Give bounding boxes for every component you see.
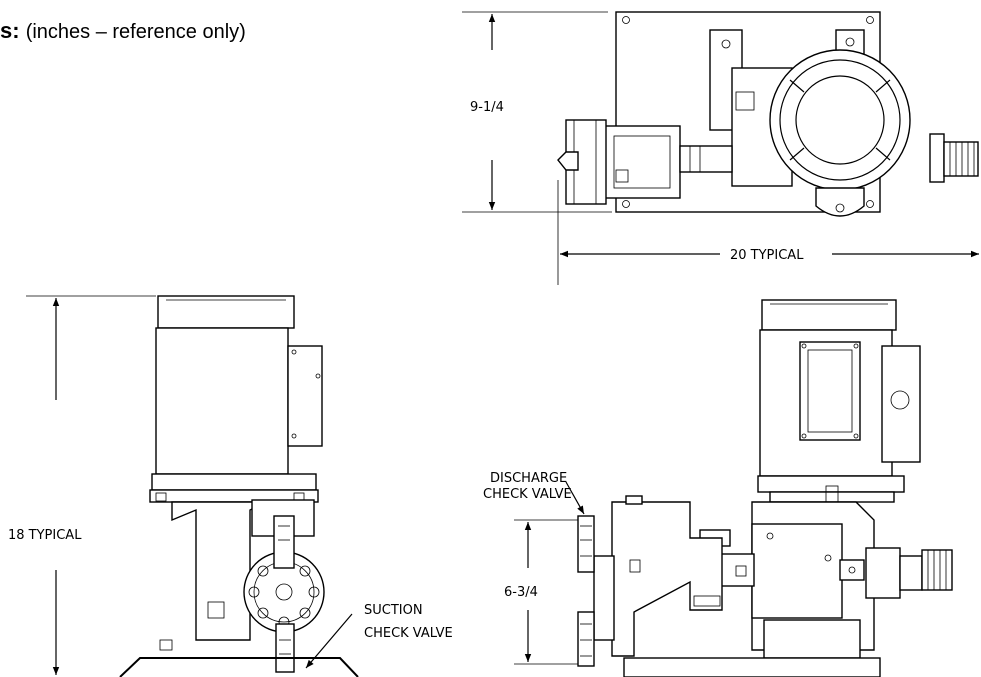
side-view	[26, 295, 359, 677]
callout-discharge-line1: DISCHARGE	[490, 471, 567, 486]
callout-suction-line1: SUCTION	[364, 603, 423, 618]
dim-overall-height: 18 TYPICAL	[8, 528, 82, 543]
callout-discharge-line2: CHECK VALVE	[483, 487, 572, 502]
dimensions-heading: s: (inches – reference only)	[0, 18, 246, 44]
heading-note: (inches – reference only)	[25, 21, 246, 43]
heading-prefix: s:	[0, 18, 20, 43]
dim-top-height: 9-1/4	[470, 100, 504, 115]
top-view	[462, 11, 979, 285]
front-view	[514, 299, 953, 677]
dim-overall-length: 20 TYPICAL	[730, 248, 804, 263]
callout-suction-line2: CHECK VALVE	[364, 626, 453, 641]
dim-valve-spacing: 6-3/4	[504, 585, 538, 600]
